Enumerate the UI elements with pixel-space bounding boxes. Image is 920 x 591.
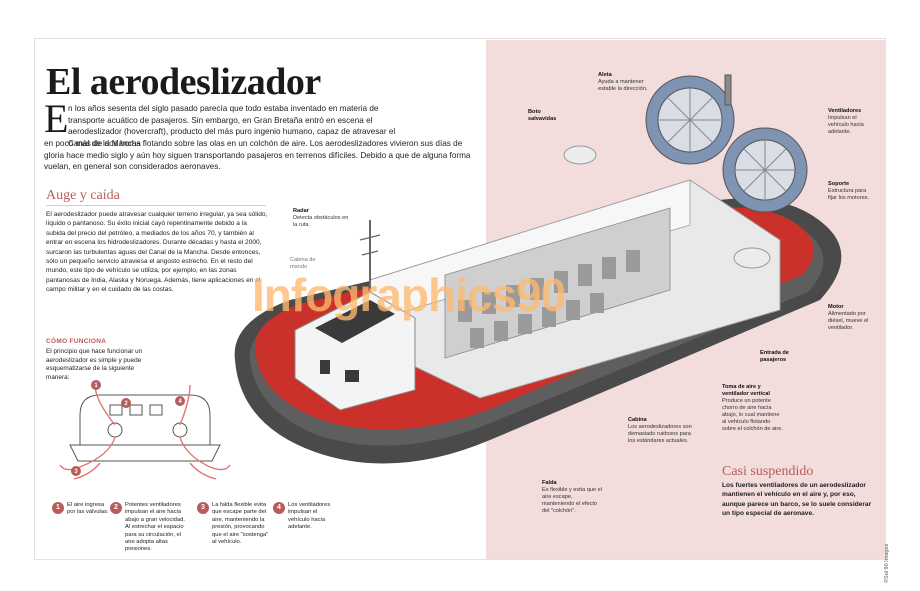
diagram-num-3: 3 bbox=[74, 469, 78, 475]
watermark: Infographics90 bbox=[252, 269, 566, 321]
diagram-num-1: 1 bbox=[94, 383, 98, 389]
section-casi-body: Los fuertes ventiladores de un aerodesli… bbox=[722, 482, 872, 518]
label-boto-title: Boto salvavidas bbox=[528, 109, 557, 122]
intro-text-2: en poco más de dos horas flotando sobre … bbox=[44, 139, 471, 172]
fan-front bbox=[722, 127, 808, 213]
label-cabina-text: Los aerodeslizadores son demasiado ruido… bbox=[628, 424, 692, 444]
label-falda-text: Es flexible y evita que el aire escape, … bbox=[542, 487, 603, 514]
step-text-4: Los ventiladores impulsan el vehículo ha… bbox=[288, 502, 331, 531]
label-toma-text: Produce un potente chorro de aire hacia … bbox=[722, 398, 783, 432]
label-soporte-text: Estructura para fijar los motores. bbox=[828, 188, 870, 201]
label-ventiladores: Ventiladores Impulsan el vehículo hacia … bbox=[828, 108, 874, 136]
page-title: El aerodeslizador bbox=[46, 61, 321, 103]
diagram-num-4: 4 bbox=[178, 399, 182, 405]
step-number-3: 3 bbox=[197, 502, 209, 514]
label-aleta-text: Ayuda a mantener estable la dirección. bbox=[598, 79, 648, 92]
label-radar-title: Radar bbox=[293, 208, 309, 214]
step-number-4: 4 bbox=[273, 502, 285, 514]
how-it-works-title: CÓMO FUNCIONA bbox=[46, 338, 107, 345]
step-number-2: 2 bbox=[110, 502, 122, 514]
fan-rear bbox=[645, 74, 735, 165]
step-text-3: La falda flexible evita que escape parte… bbox=[212, 502, 269, 546]
label-radar-text: Detecta obstáculos en la ruta. bbox=[293, 215, 349, 228]
label-cabina-mando: Cabina de mando bbox=[290, 257, 330, 271]
how-it-works-body: El principio que hace funcionar un aerod… bbox=[46, 348, 143, 381]
step-text-1: El aire ingresa por las válvulas. bbox=[67, 502, 109, 516]
label-motor-title: Motor bbox=[828, 304, 844, 310]
label-aleta: Aleta Ayuda a mantener estable la direcc… bbox=[598, 72, 662, 93]
label-soporte: Soporte Estructura para fijar los motore… bbox=[828, 181, 874, 202]
label-cabina-title: Cabina bbox=[628, 417, 647, 423]
label-toma-title: Toma de aire y ventilador vertical bbox=[722, 384, 770, 397]
label-soporte-title: Soporte bbox=[828, 181, 850, 187]
label-falda: Falda Es flexible y evita que el aire es… bbox=[542, 480, 602, 515]
image-credit: ©Sol 90 Images bbox=[884, 543, 890, 583]
label-boto: Boto salvavidas bbox=[528, 109, 568, 123]
intro-dropcap: E bbox=[44, 96, 69, 141]
section-auge-title: Auge y caída bbox=[46, 188, 120, 203]
label-motor-text: Alimentado por diésel, mueve el ventilad… bbox=[828, 311, 869, 331]
label-radar: Radar Detecta obstáculos en la ruta. bbox=[293, 208, 351, 229]
label-motor: Motor Alimentado por diésel, mueve el ve… bbox=[828, 304, 874, 332]
diagram-num-2: 2 bbox=[124, 401, 128, 407]
label-aleta-title: Aleta bbox=[598, 72, 612, 78]
hovercraft-illustration bbox=[234, 74, 842, 464]
step-text-2: Potentes ventiladores impulsan el aire h… bbox=[125, 502, 185, 553]
divider bbox=[46, 205, 266, 206]
label-entrada-title: Entrada de pasajeros bbox=[760, 350, 789, 363]
hovercraft-diagram: 1 2 3 4 bbox=[59, 380, 231, 480]
step-number-1: 1 bbox=[52, 502, 64, 514]
label-ventiladores-title: Ventiladores bbox=[828, 108, 862, 114]
intro-text-1: n los años sesenta del siglo pasado pare… bbox=[68, 104, 396, 148]
label-falda-title: Falda bbox=[542, 480, 557, 486]
label-ventiladores-text: Impulsan el vehículo hacia adelante. bbox=[828, 115, 864, 135]
label-cabina-mando-text: Cabina de mando bbox=[290, 257, 316, 270]
label-entrada: Entrada de pasajeros bbox=[760, 350, 800, 364]
label-toma: Toma de aire y ventilador vertical Produ… bbox=[722, 384, 784, 433]
section-auge-body: El aerodeslizador puede atravesar cualqu… bbox=[46, 211, 268, 294]
label-cabina: Cabina Los aerodeslizadores son demasiad… bbox=[628, 417, 698, 445]
section-casi-title: Casi suspendido bbox=[722, 464, 814, 479]
